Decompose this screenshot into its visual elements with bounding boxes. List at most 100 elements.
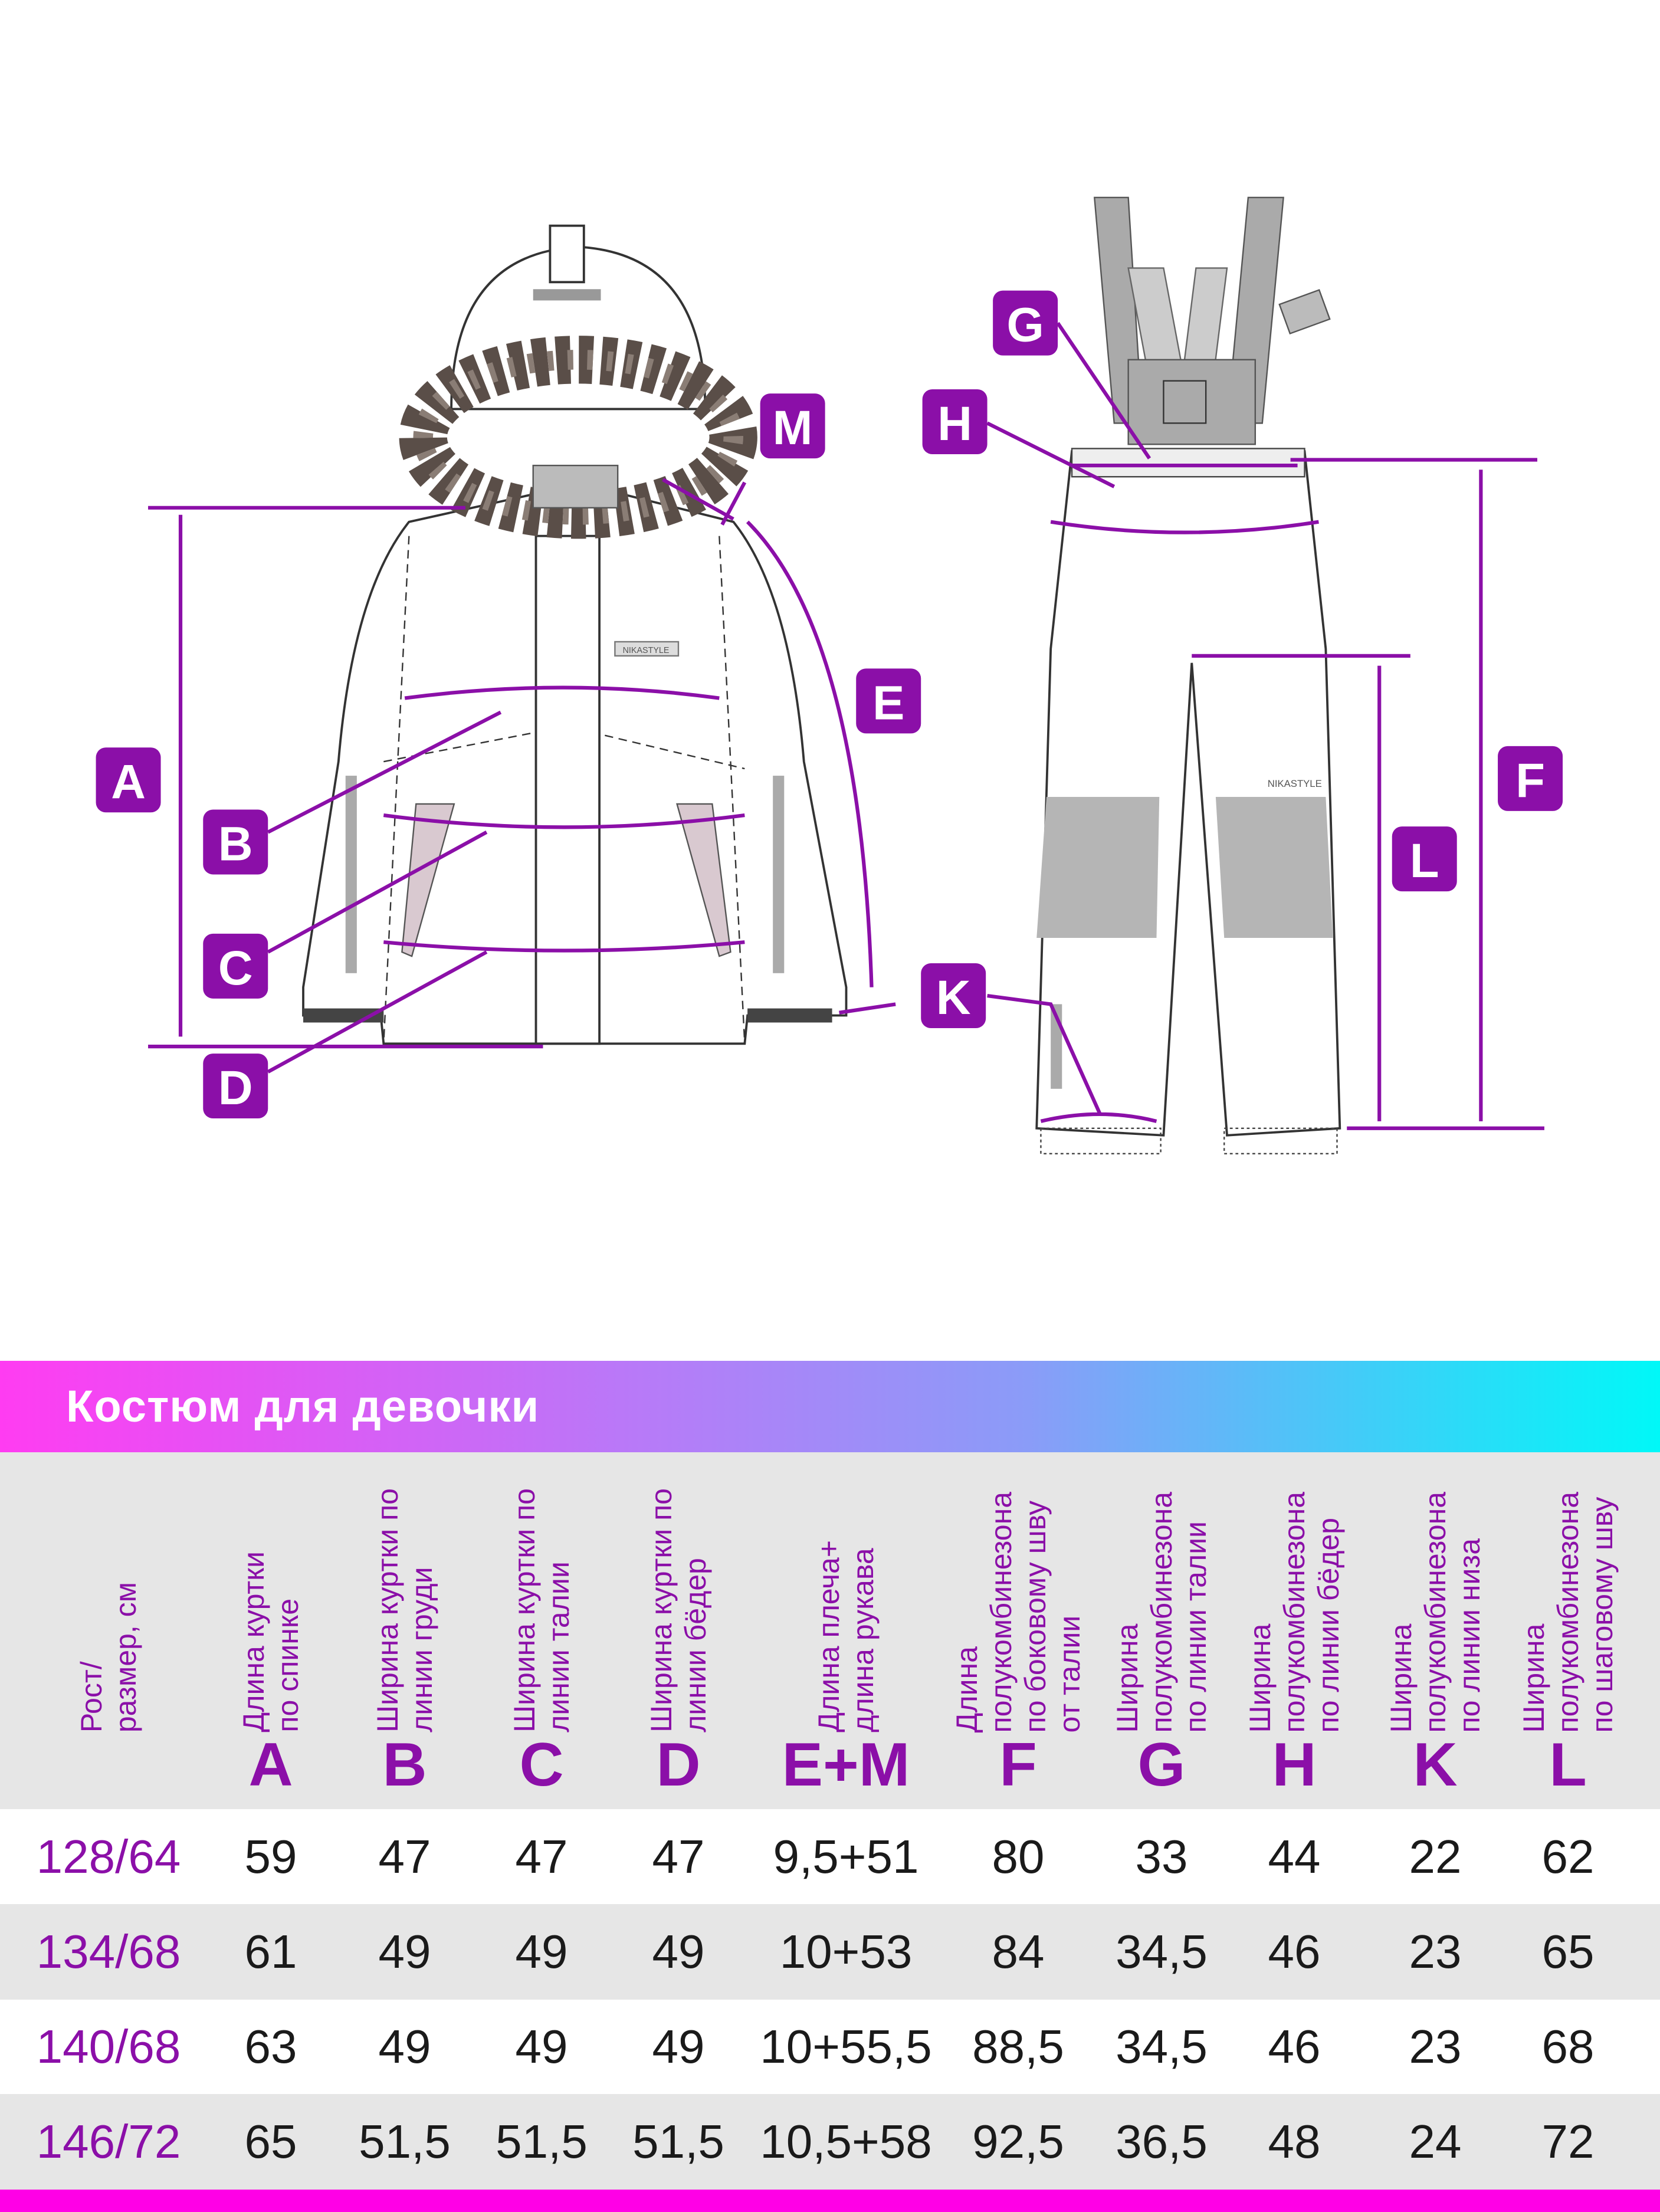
value-cell: 72 — [1541, 2115, 1595, 2168]
value-cell: 51,5 — [359, 2115, 451, 2168]
overalls-drawing: NIKASTYLE — [1035, 196, 1341, 1155]
label-M: M — [760, 393, 825, 459]
column-label: Длина плеча+ длина рукава — [769, 1455, 923, 1732]
column-label-text: Ширина полукомбинезона по линии низа — [1385, 1491, 1486, 1733]
overalls-brand-tag: NIKASTYLE — [1268, 778, 1322, 789]
column-label: Ширина полукомбинезона по линии низа — [1359, 1455, 1512, 1733]
svg-text:C: C — [218, 941, 253, 995]
value-cell: 46 — [1268, 1925, 1321, 1978]
value-cell: 49 — [652, 2020, 705, 2073]
value-cell: 65 — [244, 2115, 297, 2168]
column-label-text: Ширина куртки по линии груди — [371, 1488, 438, 1732]
svg-text:H: H — [937, 397, 972, 451]
value-cell: 84 — [992, 1925, 1045, 1978]
column-label: Рост/ размер, см — [32, 1455, 185, 1732]
label-C: C — [203, 933, 268, 999]
value-cell: 47 — [378, 1830, 431, 1883]
value-cell: 34,5 — [1116, 2020, 1208, 2073]
value-cell: 47 — [652, 1830, 705, 1883]
column-label-text: Ширина полукомбинезона по линии бёдер — [1244, 1491, 1345, 1733]
label-K: K — [921, 963, 986, 1029]
value-cell: 10,5+58 — [760, 2115, 932, 2168]
value-cell: 44 — [1268, 1830, 1321, 1883]
measurement-lines — [148, 321, 1544, 1130]
value-cell: 65 — [1541, 1925, 1595, 1978]
column-label: Ширина полукомбинезона по шаговому шву — [1491, 1455, 1645, 1733]
value-cell: 49 — [515, 1925, 568, 1978]
value-cell: 46 — [1268, 2020, 1321, 2073]
column-label-text: Длина полукомбинезона по боковому шву от… — [950, 1491, 1086, 1733]
table-title: Костюм для девочки — [66, 1381, 540, 1432]
value-cell: 49 — [378, 1925, 431, 1978]
column-letter: C — [519, 1731, 564, 1799]
table-title-banner: Костюм для девочки — [0, 1361, 1660, 1452]
value-cell: 92,5 — [972, 2115, 1064, 2168]
column-letter: D — [656, 1731, 701, 1799]
column-label: Длина куртки по спинке — [194, 1455, 347, 1732]
column-label-text: Длина куртки по спинке — [237, 1551, 304, 1732]
svg-text:D: D — [218, 1061, 253, 1115]
value-cell: 10+55,5 — [760, 2020, 932, 2073]
value-cell: 80 — [992, 1830, 1045, 1883]
column-label: Ширина куртки по линии талии — [465, 1455, 618, 1732]
size-cell: 146/72 — [36, 2115, 181, 2168]
value-cell: 51,5 — [496, 2115, 588, 2168]
value-cell: 62 — [1541, 1830, 1595, 1883]
label-D: D — [203, 1054, 268, 1119]
column-letter: K — [1413, 1731, 1458, 1799]
column-label: Ширина куртки по линии бёдер — [602, 1455, 755, 1732]
column-letter: A — [248, 1731, 293, 1799]
svg-text:A: A — [111, 755, 146, 809]
value-cell: 48 — [1268, 2115, 1321, 2168]
header-column: Рост/ размер, см — [32, 1452, 185, 1809]
value-cell: 59 — [244, 1830, 297, 1883]
svg-text:E: E — [872, 676, 904, 730]
value-cell: 49 — [515, 2020, 568, 2073]
value-cell: 88,5 — [972, 2020, 1064, 2073]
column-label-text: Ширина полукомбинезона по шаговому шву — [1517, 1491, 1619, 1733]
svg-text:M: M — [773, 401, 813, 455]
value-cell: 23 — [1409, 1925, 1462, 1978]
label-A: A — [96, 747, 161, 813]
svg-text:G: G — [1007, 298, 1044, 352]
svg-text:F: F — [1515, 754, 1545, 808]
value-cell: 36,5 — [1116, 2115, 1208, 2168]
value-cell: 51,5 — [632, 2115, 724, 2168]
size-cell: 128/64 — [36, 1830, 181, 1883]
value-cell: 61 — [244, 1925, 297, 1978]
value-cell: 63 — [244, 2020, 297, 2073]
column-label: Ширина куртки по линии груди — [328, 1455, 481, 1732]
column-label: Ширина полукомбинезона по линии талии — [1085, 1455, 1238, 1733]
label-B: B — [203, 809, 268, 875]
value-cell: 33 — [1135, 1830, 1188, 1883]
svg-text:L: L — [1410, 834, 1439, 888]
label-L: L — [1392, 826, 1457, 892]
size-cell: 134/68 — [36, 1925, 181, 1978]
column-letter: B — [382, 1731, 427, 1799]
value-cell: 10+53 — [779, 1925, 913, 1978]
column-letter: F — [999, 1731, 1037, 1799]
column-label-text: Ширина полукомбинезона по линии талии — [1111, 1491, 1212, 1733]
value-cell: 34,5 — [1116, 1925, 1208, 1978]
value-cell: 9,5+51 — [773, 1830, 919, 1883]
column-label-text: Ширина куртки по линии бёдер — [645, 1488, 712, 1732]
size-cell: 140/68 — [36, 2020, 181, 2073]
column-letter: L — [1549, 1731, 1587, 1799]
column-letter: H — [1272, 1731, 1317, 1799]
jacket-brand-tag: NIKASTYLE — [623, 646, 670, 655]
svg-text:B: B — [218, 818, 253, 871]
header-column: Длина полукомбинезона по боковому шву от… — [941, 1452, 1095, 1809]
value-cell: 49 — [378, 2020, 431, 2073]
